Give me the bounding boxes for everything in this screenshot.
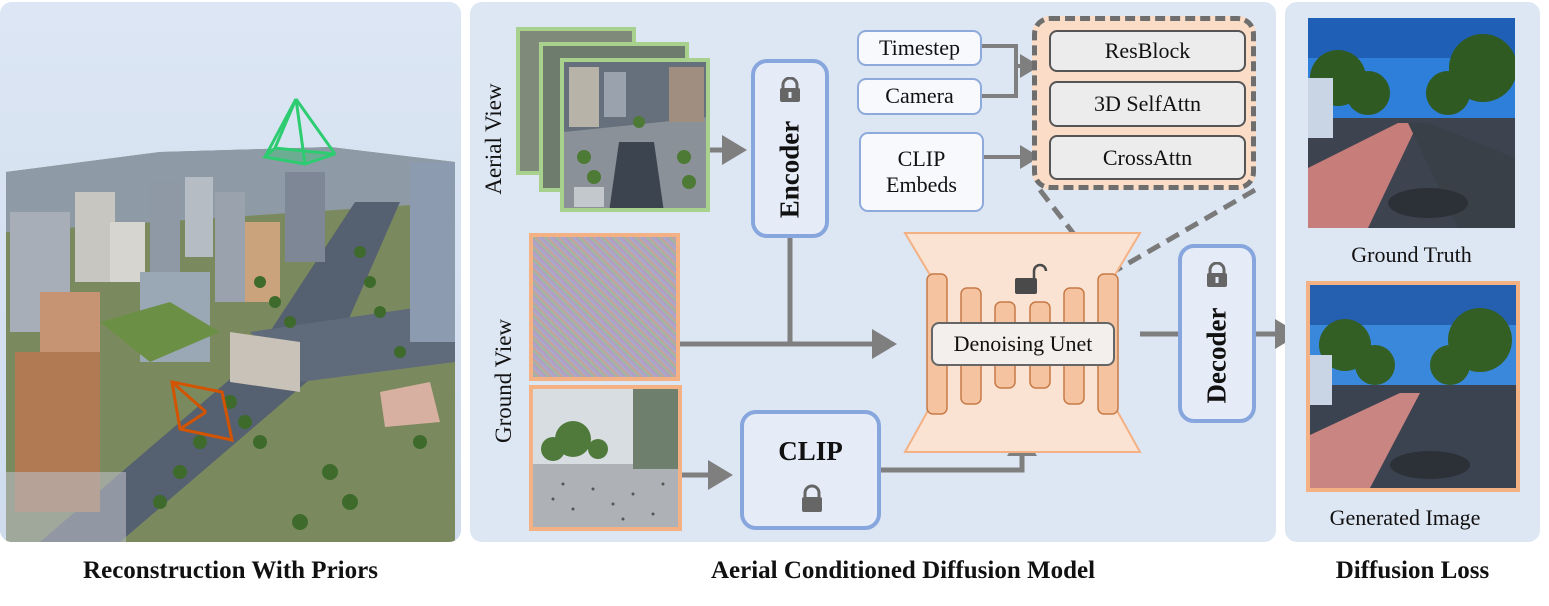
camera-box: Camera: [857, 78, 982, 115]
lock-icon: [1202, 262, 1232, 288]
generated-image-label: Generated Image: [1329, 505, 1481, 530]
lock-icon: [775, 77, 805, 103]
reconstruction-caption: Reconstruction With Priors: [83, 557, 378, 584]
clip-embeds-line1: CLIP: [897, 145, 946, 171]
ground-truth-image: [1308, 18, 1515, 228]
city-reconstruction-image: [0, 2, 461, 542]
encoder-module: [751, 59, 829, 238]
diffusion-model-caption: Aerial Conditioned Diffusion Model: [710, 557, 1096, 584]
ground-truth-label: Ground Truth: [1351, 242, 1472, 267]
noise-image: [529, 233, 680, 381]
denoising-unet-label: Denoising Unet: [931, 322, 1115, 366]
clip-embeds-line2: Embeds: [886, 172, 957, 197]
ground-image: [529, 385, 682, 531]
decoder-label: Decoder: [1201, 307, 1232, 404]
clip-embeds-box: CLIP Embeds: [859, 132, 984, 212]
cross-attn-box: CrossAttn: [1049, 135, 1246, 180]
resblock-box: ResBlock: [1049, 30, 1246, 72]
timestep-box: Timestep: [857, 30, 982, 66]
decoder-module: [1178, 244, 1256, 423]
lock-icon: [797, 484, 827, 514]
generated-image: [1306, 281, 1520, 492]
unlock-icon: [1015, 263, 1048, 294]
reconstruction-panel: [0, 2, 461, 542]
aerial-image-3: [560, 58, 710, 212]
clip-module: CLIP: [740, 410, 881, 530]
self-attn-box: 3D SelfAttn: [1049, 81, 1246, 127]
diffusion-loss-caption: Diffusion Loss: [1335, 557, 1490, 584]
clip-label: CLIP: [778, 436, 843, 466]
